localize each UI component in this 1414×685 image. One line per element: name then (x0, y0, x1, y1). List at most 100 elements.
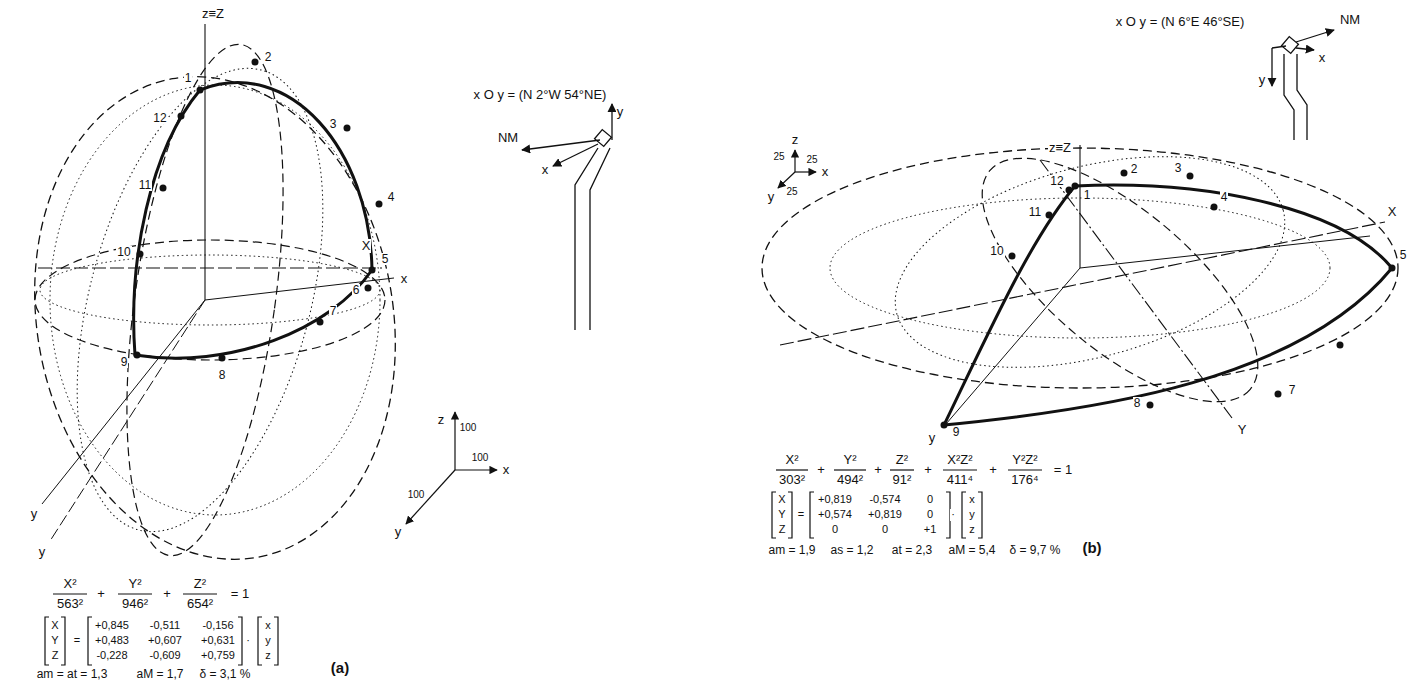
matrix-entry: -0,609 (148, 650, 181, 662)
orientation-label: NM (1339, 13, 1361, 27)
equation-term: 946² (121, 597, 149, 611)
matrix-entry: z (264, 650, 272, 662)
matrix-entry: 0 (831, 524, 839, 536)
measure-points (941, 170, 1396, 429)
matrix-entry: · (950, 509, 956, 521)
scale-axes (406, 412, 497, 524)
Y-axis (50, 300, 205, 541)
matrix-entry: -0,511 (149, 620, 181, 632)
equation-term: 494² (836, 473, 864, 487)
axis-label: z (791, 133, 800, 147)
figure-b (762, 30, 1398, 538)
matrix-entry: x (264, 620, 272, 632)
parameter-value: am = 1,9 (767, 544, 816, 557)
axis-label: x (541, 163, 550, 177)
matrix-entry: Z (778, 524, 787, 536)
equation-term: X² (785, 453, 800, 467)
axis-label: x (502, 463, 511, 477)
X-axis (780, 222, 1385, 345)
point-number: 6 (352, 284, 361, 297)
equation-term: Z² (193, 577, 207, 591)
parameter-value: δ = 3,1 % (198, 668, 251, 681)
equation-bars (53, 593, 217, 594)
parameter-value: aM = 5,4 (947, 544, 996, 557)
orientation-icon (1272, 30, 1334, 140)
matrix-entry: +0,607 (147, 635, 183, 647)
point-number: 10 (116, 246, 131, 259)
z-axis (204, 24, 205, 300)
equation-term: 411⁴ (946, 473, 974, 487)
point-number: 5 (1399, 249, 1408, 262)
matrix-entry: 0 (926, 509, 934, 521)
section-curve (134, 83, 372, 359)
parameter-value: am = at = 1,3 (36, 668, 109, 681)
scale-label: 25 (785, 187, 798, 198)
matrix-entry: +1 (923, 524, 938, 536)
figure-label: (b) (1081, 540, 1102, 556)
point-number: 11 (1028, 206, 1042, 219)
matrix-entry: x (968, 494, 976, 506)
equation-term: X² (63, 577, 78, 591)
point-number: 2 (1130, 163, 1139, 176)
point-number: 1 (184, 72, 193, 85)
matrix-entry: z (968, 524, 976, 536)
parameter-value: at = 2,3 (891, 544, 933, 557)
matrix-entry: 0 (926, 494, 934, 506)
measure-points (134, 59, 383, 362)
matrix-entry: -0,156 (201, 620, 234, 632)
equation-term: + (923, 463, 933, 477)
scale-label: 100 (471, 453, 490, 464)
parameter-value: as = 1,2 (829, 544, 874, 557)
equation-term: + (988, 463, 998, 477)
X-axis (38, 267, 382, 268)
matrix-entry: +0,819 (817, 494, 853, 506)
axis-label: X (1387, 205, 1398, 219)
equation-term: 91² (892, 473, 913, 487)
point-number: 12 (1049, 175, 1064, 188)
equation-term: Z² (895, 453, 909, 467)
dotted-ellipse (40, 255, 380, 325)
orientation-icon (522, 104, 612, 330)
matrix-entry: +0,483 (94, 635, 130, 647)
point-number: 8 (1133, 397, 1142, 410)
matrix-entry: +0,631 (200, 635, 236, 647)
dotted-ellipse (872, 118, 1308, 405)
matrix-entry: +0,819 (867, 509, 903, 521)
orientation-label: NM (497, 131, 519, 145)
matrix-entry: -0,574 (868, 494, 901, 506)
axis-label: y (30, 507, 39, 521)
axis-label: y (38, 545, 47, 559)
scale-label: 25 (772, 152, 785, 163)
matrix-entry: y (968, 509, 976, 521)
point-number: 4 (1220, 191, 1229, 204)
dotted-ellipse (50, 85, 380, 515)
point-number: 3 (1174, 162, 1183, 175)
parameter-value: δ = 9,7 % (1008, 544, 1061, 557)
equation-term: Y² (843, 453, 858, 467)
parameter-value: aM = 1,7 (135, 668, 184, 681)
equation-term: = 1 (230, 587, 250, 601)
equation-term: 563² (56, 597, 84, 611)
equation-term: 303² (778, 473, 806, 487)
matrix-brackets (772, 492, 982, 538)
point-number: 8 (218, 369, 227, 382)
section-curve (944, 185, 1392, 425)
y-axis (42, 300, 205, 504)
figure-label: (a) (330, 660, 350, 676)
matrix-entry: -0,228 (95, 650, 128, 662)
point-number: 10 (989, 245, 1004, 258)
outer-ellipse (0, 48, 432, 588)
point-number: 9 (120, 356, 129, 369)
axis-label: y (767, 190, 776, 204)
matrix-entry: X (777, 494, 786, 506)
point-number: 3 (329, 118, 338, 131)
matrix-brackets (45, 617, 278, 665)
axis-label: y (394, 525, 403, 539)
axis-label: x (1318, 51, 1327, 65)
x-axis (205, 278, 394, 300)
point-number: 12 (152, 112, 167, 125)
matrix-entry: +0,759 (200, 650, 236, 662)
orientation-label: x O y = (N 2°W 54°NE) (473, 88, 608, 102)
point-number: 5 (381, 253, 390, 266)
